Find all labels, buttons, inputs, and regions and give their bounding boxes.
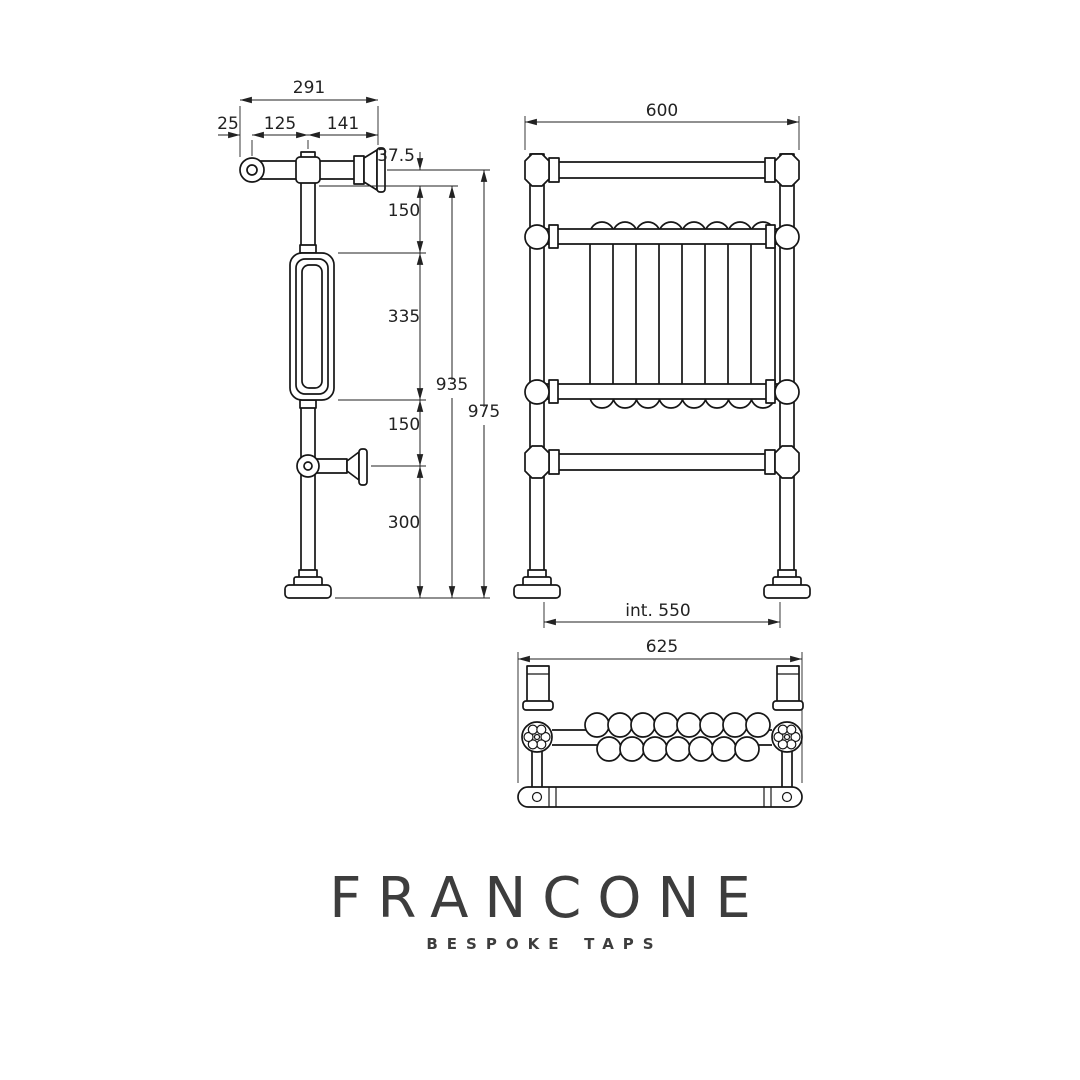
side-top-rail (239, 147, 386, 193)
dim-side-seg-125: 125 (264, 114, 296, 134)
front-second-rail (524, 224, 800, 250)
front-right-foot (763, 569, 811, 599)
side-dimensions: 291 25 125 141 37.5 150 335 150 300 935 … (217, 78, 500, 599)
dim-side-upper-gap: 150 (388, 201, 420, 221)
side-foot (284, 569, 332, 599)
dim-side-seg-141: 141 (327, 114, 359, 134)
front-bottom-rail (524, 445, 800, 479)
front-right-post (779, 153, 795, 578)
side-wall-bracket (296, 448, 368, 486)
dim-side-panel-height: 335 (388, 307, 420, 327)
dim-side-seg-25: 25 (217, 114, 239, 134)
dim-top-overall-width: 625 (646, 637, 678, 657)
brand-logo: FRANCONE (329, 866, 767, 931)
plan-post-stubs (522, 665, 804, 711)
dim-side-bottom-gap: 300 (388, 513, 420, 533)
front-view (513, 153, 811, 599)
front-dimensions: 600 int. 550 (524, 101, 800, 628)
plan-front-rail (517, 786, 803, 808)
top-view: 625 (517, 637, 804, 808)
side-top-collar (295, 156, 321, 184)
dim-front-internal-width: int. 550 (625, 601, 690, 621)
plan-right-valve-hub (771, 721, 803, 753)
front-top-rail (524, 153, 800, 187)
dim-side-inner-height: 935 (436, 375, 468, 395)
front-left-foot (513, 569, 561, 599)
dim-side-overall-height: 975 (468, 402, 500, 422)
side-view (239, 147, 386, 599)
plan-left-valve-hub (521, 721, 553, 753)
side-towel-panel (289, 244, 335, 409)
towel-radiator-drawing: 291 25 125 141 37.5 150 335 150 300 935 … (217, 78, 811, 808)
dim-side-top-offset: 37.5 (377, 146, 415, 166)
front-third-rail (524, 379, 800, 405)
brand-tagline: Bespoke Taps (426, 930, 663, 955)
dim-side-overall-width: 291 (293, 78, 325, 98)
plan-rail-and-tubes (531, 712, 793, 789)
radiator-tubes (589, 221, 776, 409)
front-left-post (529, 153, 545, 578)
dim-front-overall-width: 600 (646, 101, 678, 121)
dim-side-lower-gap: 150 (388, 415, 420, 435)
